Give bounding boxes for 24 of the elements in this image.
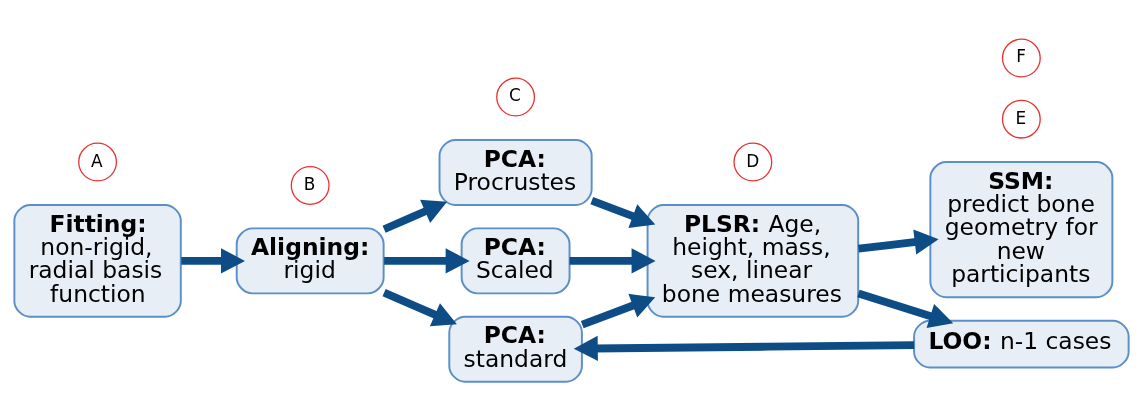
node-circle: D (733, 142, 773, 182)
node-circle: B (290, 165, 330, 205)
node-box: PLSR: Age, height, mass, sex, linear bone measures (646, 203, 860, 318)
node-box: PCA: Procrustes (438, 138, 593, 206)
arrow (858, 229, 939, 255)
arrow (384, 247, 470, 273)
node-circle: A (78, 142, 118, 182)
node-circle: C (496, 77, 536, 117)
arrow (569, 247, 656, 273)
node-box: Aligning: rigid (235, 226, 385, 294)
arrow (857, 289, 954, 328)
node-box: PCA: standard (448, 315, 583, 383)
arrow (590, 196, 656, 228)
node-box: LOO: n-1 cases (913, 319, 1130, 368)
node-box: Fitting: non-rigid, radial basis function (13, 203, 182, 318)
arrow (573, 335, 915, 361)
arrow (382, 199, 448, 233)
node-box: SSM: predict bone geometry for new participants (929, 160, 1114, 298)
node-circle: E (1001, 99, 1041, 139)
node-box: PCA: Scaled (460, 226, 571, 294)
arrow (382, 288, 457, 326)
arrow (580, 293, 656, 328)
arrow (181, 247, 245, 273)
node-circle: F (1001, 38, 1041, 78)
